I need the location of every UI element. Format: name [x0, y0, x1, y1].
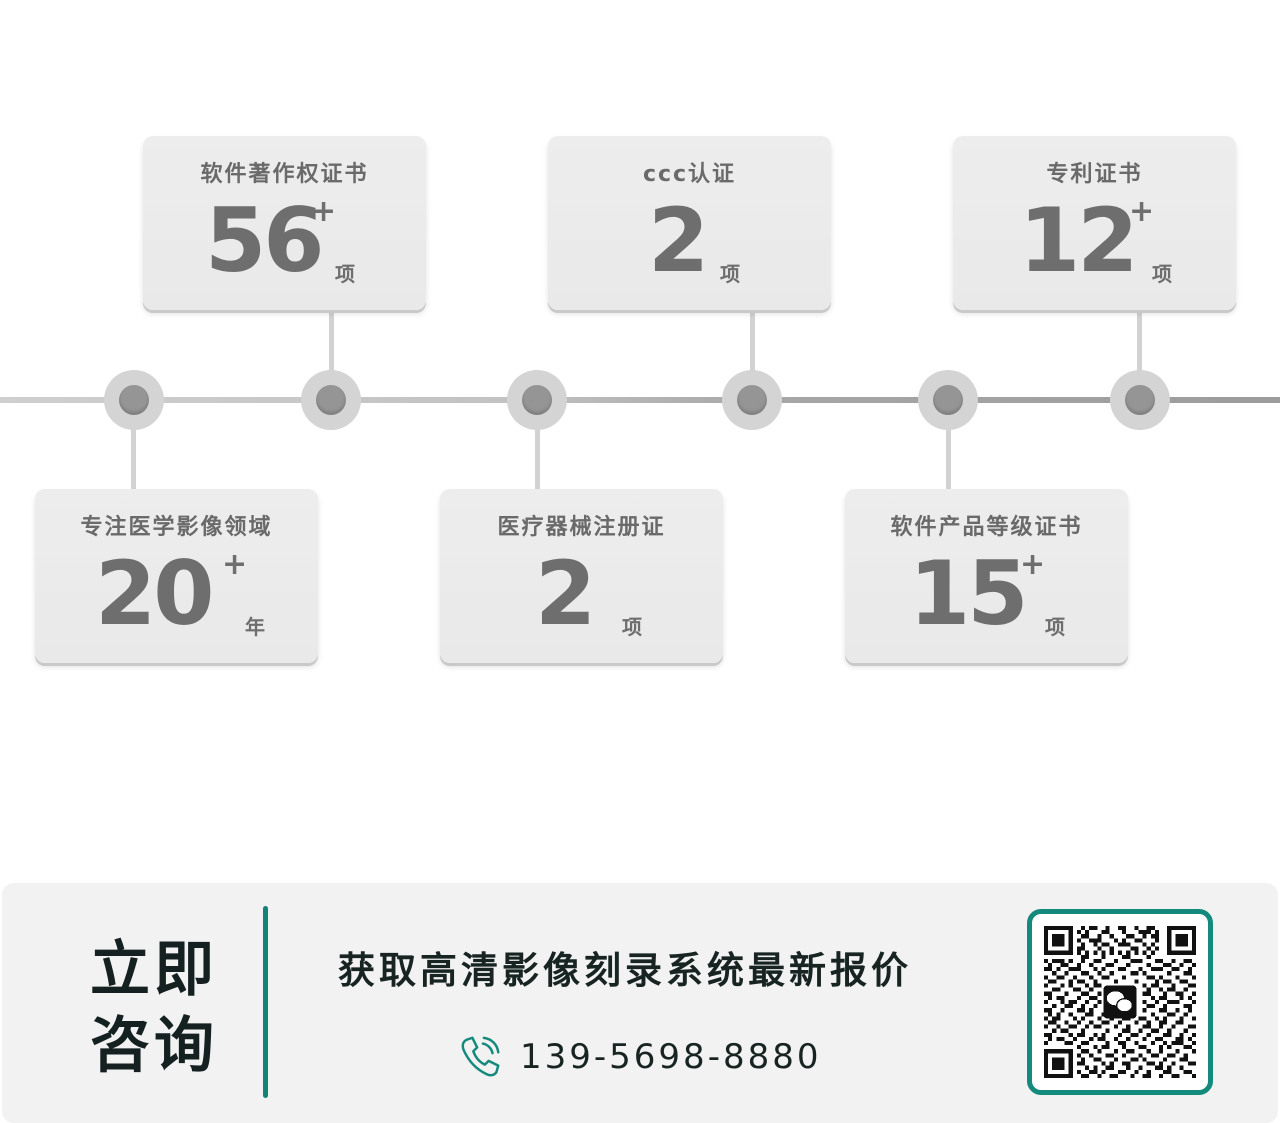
card-value: 15 [909, 542, 1028, 645]
connector-bottom-1 [131, 428, 136, 490]
timeline-node [1110, 370, 1170, 430]
card-unit: 项 [720, 262, 740, 286]
card-unit: 项 [335, 262, 355, 286]
qr-code[interactable] [1027, 909, 1213, 1095]
stat-card-medical-imaging-years: 专注医学影像领域 20 + 年 [35, 489, 318, 663]
wechat-icon [1103, 985, 1137, 1019]
cta-line-1: 立即 [90, 935, 218, 1005]
card-plus: + [1020, 547, 1046, 582]
stat-card-patent: 专利证书 12 + 项 [953, 136, 1236, 310]
timeline-node [507, 370, 567, 430]
card-value: 2 [648, 189, 709, 292]
timeline-node [104, 370, 164, 430]
card-title: 专注医学影像领域 [80, 515, 273, 540]
timeline-line [0, 397, 1280, 403]
card-unit: 项 [622, 615, 642, 639]
card-title: 软件产品等级证书 [890, 515, 1083, 540]
timeline-node [722, 370, 782, 430]
card-value: 12 [1019, 189, 1138, 292]
card-value: 2 [535, 542, 596, 645]
card-value: 56 [205, 189, 324, 292]
card-title: 专利证书 [1046, 162, 1143, 187]
card-plus: + [222, 547, 248, 582]
card-unit: 项 [1045, 615, 1065, 639]
stat-card-software-copyright: 软件著作权证书 56 + 项 [143, 136, 426, 310]
phone-number: 139-5698-8880 [520, 1037, 822, 1077]
timeline-node [301, 370, 361, 430]
card-unit: 项 [1152, 262, 1172, 286]
stat-card-software-product-grade: 软件产品等级证书 15 + 项 [845, 489, 1128, 663]
card-unit: 年 [245, 615, 265, 639]
timeline-node [918, 370, 978, 430]
connector-top-3 [1137, 310, 1142, 372]
connector-bottom-2 [535, 428, 540, 490]
stat-card-ccc: ccc认证 2 项 [548, 136, 831, 310]
qr-code-pattern [1044, 926, 1196, 1078]
connector-top-2 [750, 310, 755, 372]
consult-now-heading[interactable]: 立即 咨询 [90, 932, 230, 1084]
connector-top-1 [329, 310, 334, 372]
stat-card-medical-device-registration: 医疗器械注册证 2 项 [440, 489, 723, 663]
card-plus: + [1129, 194, 1155, 229]
cta-line-2: 咨询 [90, 1011, 218, 1081]
divider [263, 906, 268, 1098]
card-title: 医疗器械注册证 [497, 515, 666, 540]
connector-bottom-3 [946, 428, 951, 490]
phone-ringing-icon [461, 1036, 500, 1077]
card-title: ccc认证 [642, 162, 737, 187]
offer-text: 获取高清影像刻录系统最新报价 [338, 949, 912, 992]
card-value: 20 [95, 542, 214, 645]
card-title: 软件著作权证书 [200, 162, 369, 187]
card-plus: + [311, 194, 337, 229]
phone-contact[interactable]: 139-5698-8880 [458, 1032, 822, 1082]
